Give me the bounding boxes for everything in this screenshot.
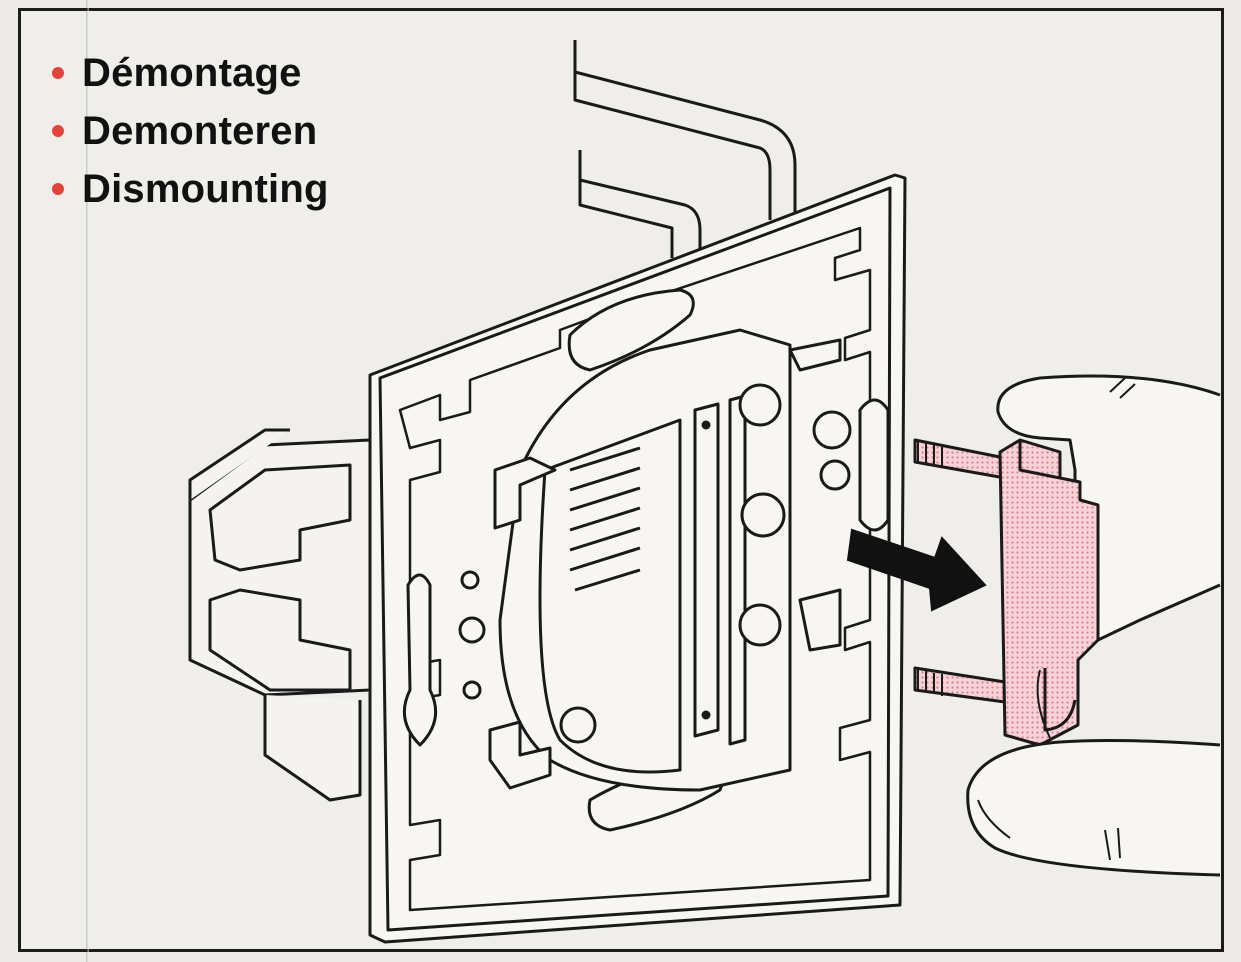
heading-english: Dismounting [52, 160, 329, 218]
heading-french: Démontage [52, 44, 329, 102]
bullet-icon [52, 125, 64, 137]
heading-list: Démontage Demonteren Dismounting [52, 44, 329, 218]
paper-fold-line [86, 0, 89, 962]
heading-dutch-text: Demonteren [82, 108, 318, 153]
connector-block-icon [913, 438, 1100, 747]
switch-mechanism-icon [458, 328, 852, 792]
bullet-icon [52, 67, 64, 79]
heading-french-text: Démontage [82, 50, 302, 95]
bullet-icon [52, 183, 64, 195]
heading-dutch: Demonteren [52, 102, 329, 160]
heading-english-text: Dismounting [82, 166, 329, 211]
cables-icon [573, 40, 797, 258]
mounting-box-icon [188, 428, 372, 802]
pull-arrow-icon [846, 528, 987, 612]
hand-upper-icon [996, 374, 1221, 642]
hand-thumb-icon [966, 739, 1221, 877]
